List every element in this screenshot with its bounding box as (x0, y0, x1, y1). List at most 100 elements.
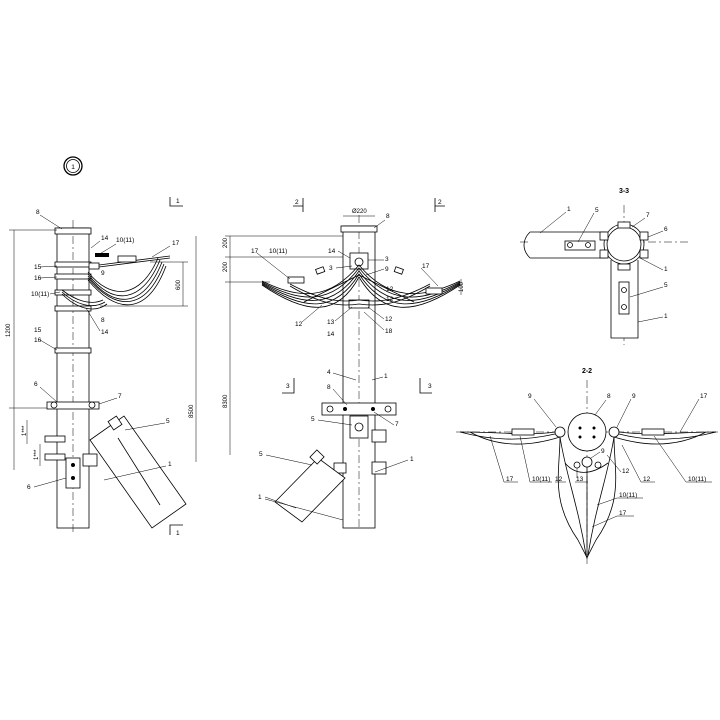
dim-1200: 1200 (6, 323, 12, 337)
view-2-front-elevation: 2 2 3 3 Ø220 200 (223, 198, 465, 530)
dim-200-b: 200 (223, 261, 229, 272)
label-5-front-b: 5 (259, 451, 263, 458)
section-mark-2-left (293, 198, 304, 212)
view-section-2-2: 2-2 9 8 9 17 (456, 368, 718, 565)
label-3-front-b: 3 (329, 265, 333, 272)
label-9-2-2-a: 9 (528, 393, 532, 400)
label-10-11-front: 10(11) (269, 248, 287, 255)
label-8-front: 8 (386, 213, 390, 220)
section-mark-1-top-label: 1 (176, 198, 180, 205)
dim-dia-220: Ø220 (352, 209, 367, 215)
label-5-3-3-b: 5 (664, 282, 668, 289)
section-mark-1-bottom-label: 1 (176, 530, 180, 537)
label-17-front-b: 17 (422, 263, 430, 270)
section-mark-2-left-label: 2 (295, 199, 299, 206)
view-section-3-3: 3-3 1 5 7 6 1 5 1 (520, 188, 690, 345)
cable-bundle (87, 257, 159, 292)
plate (65, 457, 81, 489)
top-band (54, 227, 92, 235)
label-7-3-3: 7 (646, 212, 650, 219)
label-16-b: 16 (34, 337, 42, 344)
label-8-2-2: 8 (607, 393, 611, 400)
label-6-b: 6 (27, 484, 31, 491)
label-15: 15 (34, 264, 42, 271)
section-mark-1-top (169, 197, 183, 207)
label-13-2-2: 13 (576, 476, 584, 483)
section-mark-3-left-label: 3 (286, 383, 290, 390)
label-17-front-a: 17 (251, 248, 259, 255)
label-14: 14 (101, 235, 109, 242)
label-13-front: 13 (327, 319, 335, 326)
label-12-2-2-a: 12 (555, 476, 563, 483)
label-9-front: 9 (385, 266, 389, 273)
label-17: 17 (172, 240, 180, 247)
clamp-band (54, 261, 92, 268)
label-1-3-3-b: 1 (664, 266, 668, 273)
view-marker-number: 1 (71, 164, 75, 171)
bracket (88, 262, 100, 270)
label-17-2-2-c: 17 (619, 510, 627, 517)
label-1-front-c: 1 (258, 494, 262, 501)
lower-crossarm-front (321, 402, 397, 416)
label-1-front-b: 1 (410, 456, 414, 463)
dim-8500: 8500 (189, 404, 195, 418)
label-10-11-b: 10(11) (31, 291, 49, 298)
label-12-front-a: 12 (386, 286, 394, 293)
view-marker-circle (63, 156, 83, 176)
label-14-front-b: 14 (327, 331, 335, 338)
label-12-2-2-b: 12 (622, 468, 630, 475)
section-2-2-title: 2-2 (582, 368, 592, 375)
label-1-3-3-a: 1 (567, 206, 571, 213)
label-10-11: 10(11) (116, 237, 134, 244)
section-mark-2-right-label: 2 (438, 199, 442, 206)
section-mark-2-right (434, 198, 445, 212)
dim-8300: 8300 (223, 394, 229, 408)
label-6: 6 (34, 381, 38, 388)
label-14-b: 14 (101, 329, 109, 336)
label-5-3-3: 5 (595, 207, 599, 214)
label-3-front: 3 (385, 256, 389, 263)
label-9-2-2-c: 9 (601, 448, 605, 455)
label-9-2-2-b: 9 (632, 393, 636, 400)
pole-section-3-3 (603, 223, 645, 265)
label-7: 7 (118, 393, 122, 400)
dim-200-a: 200 (223, 237, 229, 248)
dim-star-2: 1*** (34, 449, 40, 460)
label-12-front-d: 12 (385, 316, 393, 323)
view-1-side-elevation: 1 1 1 1200 (6, 156, 197, 537)
label-12-front-b: 12 (386, 296, 394, 303)
label-5: 5 (166, 418, 170, 425)
label-9: 9 (101, 270, 105, 277)
label-10-11-2-2-b: 10(11) (688, 476, 706, 483)
label-18-front: 18 (385, 328, 393, 335)
label-7-front: 7 (395, 421, 399, 428)
label-12-2-2-c: 12 (643, 476, 651, 483)
section-mark-3-right-label: 3 (428, 383, 432, 390)
section-mark-3-right (419, 378, 432, 394)
section-3-3-title: 3-3 (619, 188, 629, 195)
label-4-front: 4 (327, 369, 331, 376)
label-1-3-3-c: 1 (664, 313, 668, 320)
label-17-2-2-b: 17 (506, 476, 514, 483)
label-8: 8 (36, 209, 40, 216)
inclined-strut (89, 415, 187, 529)
label-5-front-a: 5 (311, 416, 315, 423)
label-16: 16 (34, 275, 42, 282)
label-15-b: 15 (34, 327, 42, 334)
cable-left (459, 431, 556, 435)
label-1-front-a: 1 (384, 373, 388, 380)
label-1: 1 (168, 461, 172, 468)
label-17-2-2-a: 17 (700, 393, 708, 400)
label-8-front-b: 8 (327, 384, 331, 391)
section-mark-1-bottom (169, 524, 183, 535)
pole-section-2-2 (567, 412, 607, 452)
cable-right (618, 431, 717, 435)
cable-down (559, 436, 587, 556)
dim-100: 100 (459, 281, 465, 292)
inclined-strut-front (274, 457, 346, 523)
label-10-11-2-2-a: 10(11) (532, 476, 550, 483)
label-12-front-c: 12 (295, 321, 303, 328)
dim-star-1: 1*** (22, 425, 28, 436)
label-10-11-2-2-c: 10(11) (619, 492, 637, 499)
dim-600: 600 (176, 279, 182, 290)
